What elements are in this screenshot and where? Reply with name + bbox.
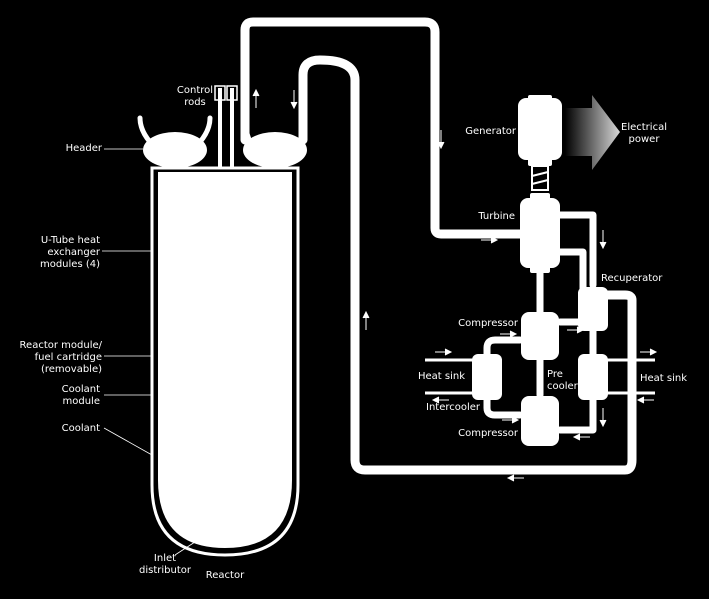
leader-inlet — [174, 539, 199, 556]
header-right — [243, 132, 307, 168]
turbine-cap-bottom — [530, 265, 550, 273]
label-intercooler: Intercooler — [426, 402, 481, 413]
control-rod-cap-1 — [214, 85, 226, 101]
label-compressor-top: Compressor — [458, 318, 518, 329]
precooler — [578, 354, 608, 400]
label-recuperator: Recuperator — [601, 273, 663, 284]
header-left-horn-b — [197, 115, 213, 145]
label-heat-sink-right: Heat sink — [640, 373, 688, 384]
label-u-tube: U-Tube heat exchanger modules (4) — [39, 235, 100, 270]
compressor-lower — [521, 396, 559, 446]
turbine — [520, 198, 560, 268]
header-left — [143, 132, 207, 168]
intercooler-to-compressor-pipe — [483, 396, 524, 419]
flow-arrows — [252, 88, 658, 482]
shaft-coupling-mark-2 — [531, 179, 549, 185]
precooler-to-compressor-pipe — [556, 394, 597, 434]
header-left-horn-a — [137, 115, 153, 145]
leader-coolant — [103, 427, 153, 456]
label-reactor: Reactor — [205, 570, 245, 581]
control-rod-2 — [230, 88, 234, 168]
label-control-rods: Control rods — [176, 85, 214, 108]
compressor-to-intercooler-pipe — [483, 336, 524, 360]
reactor-module — [158, 172, 292, 548]
intercooler — [472, 354, 502, 400]
generator-cap-top — [528, 95, 552, 103]
hot-leg-pipe — [240, 17, 525, 239]
shaft-coupling — [531, 165, 549, 191]
label-turbine: Turbine — [478, 211, 515, 222]
electrical-power-arrow — [565, 95, 620, 170]
label-generator: Generator — [465, 126, 516, 137]
reactor-vessel — [150, 166, 300, 557]
control-rod-cap-2 — [226, 85, 238, 101]
label-reactor-module: Reactor module/ fuel cartridge (removabl… — [19, 340, 102, 375]
label-header: Header — [65, 143, 102, 154]
cold-leg-pipe — [298, 55, 637, 475]
generator-cap-bottom — [528, 156, 552, 166]
control-rod-1 — [218, 88, 222, 168]
recuperator — [578, 287, 608, 331]
turbine-recuperator-inner-pipe — [556, 248, 587, 294]
label-inlet-distributor: Inlet distributor — [139, 553, 191, 576]
turbine-cap-top — [530, 193, 550, 201]
label-precooler: Pre cooler — [547, 369, 578, 392]
shaft-coupling-mark-1 — [531, 171, 549, 177]
label-coolant: Coolant — [61, 423, 100, 434]
compressor-upper — [521, 312, 559, 360]
generator — [518, 98, 562, 160]
turbine-to-recuperator-pipe — [556, 211, 597, 289]
header-right-horn-a — [242, 117, 253, 145]
label-compressor-bottom: Compressor — [458, 428, 518, 439]
header-right-horn-b — [297, 117, 306, 145]
label-electrical-power: Electrical power — [621, 122, 667, 145]
label-coolant-module: Coolant module — [61, 384, 100, 407]
label-heat-sink-left: Heat sink — [418, 371, 466, 382]
